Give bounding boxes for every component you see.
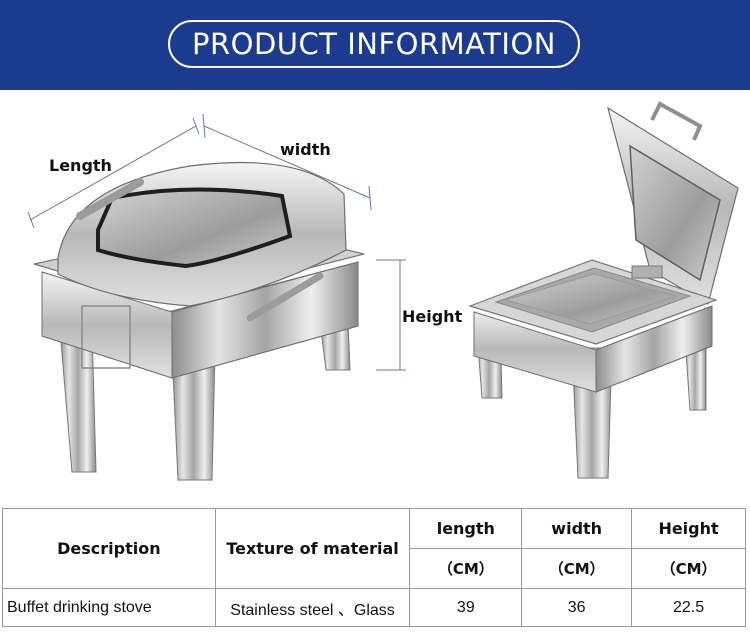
unit-length: （CM） [409,548,523,589]
header-material: Texture of material [214,508,411,589]
header-length: length [409,508,523,549]
header-banner: PRODUCT INFORMATION [0,0,750,90]
table-unit-row: （CM） （CM） （CM） [3,548,746,589]
header-width: width [521,508,633,549]
banner-title: PRODUCT INFORMATION [168,20,580,68]
product-illustration [27,101,739,481]
table-row: Buffet drinking stove Stainless steel 、G… [2,588,746,627]
unit-height: （CM） [631,548,746,589]
closed-stove-image [27,113,406,481]
length-label: Length [49,156,112,175]
height-label: Height [402,307,463,326]
header-description: Description [2,508,216,589]
row-material: Stainless steel 、Glass [214,588,411,627]
spec-table: Description Texture of material length w… [2,508,746,627]
table-header-row: Description Texture of material length w… [2,508,746,589]
row-description: Buffet drinking stove [2,588,216,627]
row-length: 39 [409,588,523,627]
open-stove-image [468,101,739,479]
unit-width: （CM） [521,548,633,589]
width-label: width [280,140,331,159]
header-height: Height [631,508,746,549]
row-height: 22.5 [631,588,746,627]
row-width: 36 [521,588,633,627]
